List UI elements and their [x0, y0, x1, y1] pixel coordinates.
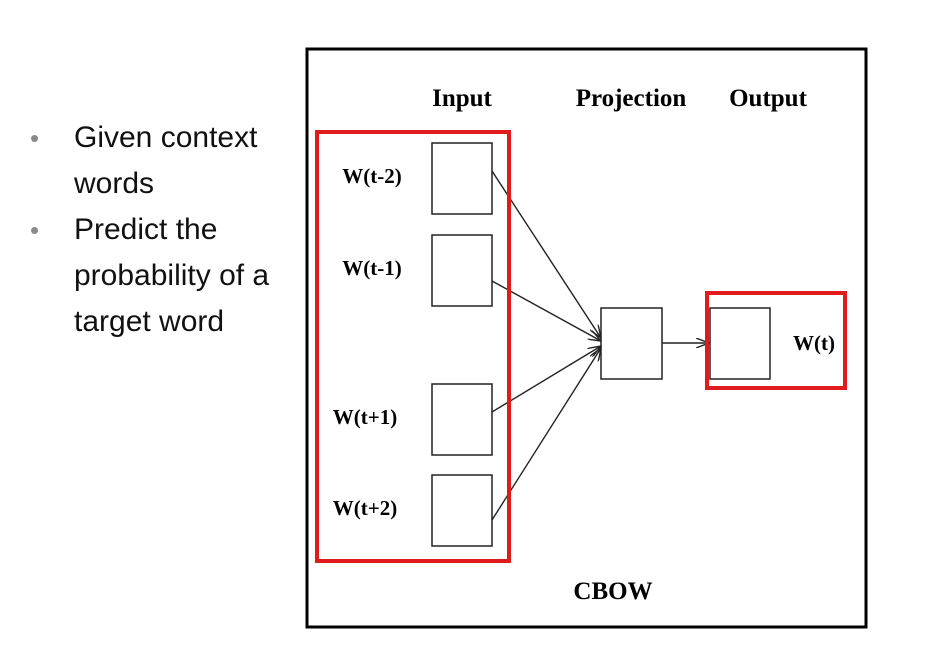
- bullet-item-predict: • Predict the probability of a target wo…: [30, 207, 300, 345]
- bullet-list: • Given context words • Predict the prob…: [30, 115, 300, 345]
- bullet-text: Predict the probability of a target word: [74, 213, 270, 338]
- diagram-frame: [305, 47, 868, 629]
- input-label-t-plus-2: W(t+2): [333, 496, 397, 520]
- output-highlight-box: [705, 291, 847, 390]
- input-label-t-minus-2: W(t-2): [342, 164, 401, 188]
- bullet-item-given-context: • Given context words: [30, 115, 300, 207]
- input-label-t-plus-1: W(t+1): [333, 405, 397, 429]
- input-label-t-minus-1: W(t-1): [342, 256, 401, 280]
- input-box-t-plus-1: [431, 383, 493, 456]
- output-header: Output: [729, 85, 807, 112]
- projection-box: [600, 307, 663, 380]
- bullet-dot-icon: •: [30, 123, 40, 153]
- input-box-t-minus-2: [431, 142, 493, 215]
- output-box: [709, 307, 771, 380]
- bullet-dot-icon: •: [30, 215, 40, 245]
- diagram-caption: CBOW: [573, 578, 652, 605]
- bullet-text: Given context words: [74, 121, 258, 200]
- output-label: W(t): [793, 331, 835, 355]
- projection-header: Projection: [576, 85, 687, 112]
- input-box-t-plus-2: [431, 474, 493, 547]
- input-header: Input: [432, 85, 492, 112]
- input-box-t-minus-1: [431, 234, 493, 307]
- input-highlight-box: [315, 130, 511, 563]
